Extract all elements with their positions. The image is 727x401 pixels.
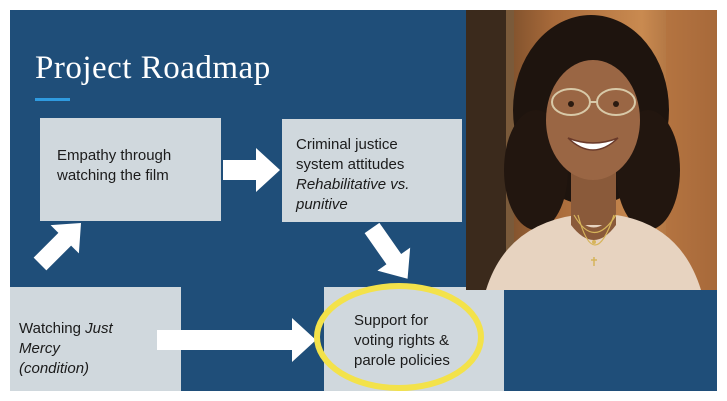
support-line-3: parole policies [354,352,450,369]
arrow-watching-to-empathy [33,222,82,271]
box-empathy: Empathy through watching the film [40,118,221,221]
arrow-attitudes-to-support [364,222,411,279]
box-attitudes: Criminal justice system attitudes Rehabi… [282,119,462,222]
watching-italic-3: (condition) [19,360,90,377]
attitudes-line-4: punitive [296,196,348,213]
attitudes-line-2: system attitudes [296,156,405,173]
arrow-empathy-to-attitudes [223,148,280,192]
box-support: Support for voting rights & parole polic… [324,287,504,391]
support-line-1: Support for [354,312,429,329]
title-accent-line [35,98,70,101]
attitudes-line-1: Criminal justice [296,136,398,153]
watching-italic-1: Just [85,320,113,337]
box-empathy-text: Empathy through watching the film [57,147,172,184]
slide-title: Project Roadmap [35,50,271,86]
box-watching: Watching Just Mercy (condition) [10,287,181,391]
watching-prefix: Watching [19,320,86,337]
support-line-2: voting rights & [354,332,450,349]
slide: Project Roadmap Empathy through watching… [10,10,717,391]
highlight-ring [314,283,484,391]
presenter-photo [466,10,717,290]
watching-italic-2: Mercy [19,340,60,357]
arrow-watching-to-support [157,318,316,362]
attitudes-line-3: Rehabilitative vs. [296,176,410,193]
flow-arrows [33,148,484,391]
